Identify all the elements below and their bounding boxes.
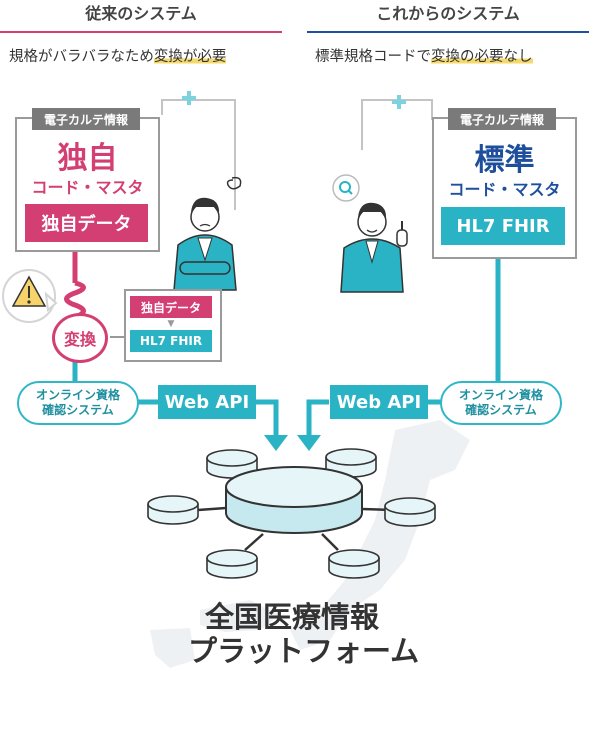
conversion-source-label: 独自データ xyxy=(130,296,212,318)
left-subtitle: 規格がバラバラなため変換が必要 xyxy=(9,45,227,66)
right-pill-line1: オンライン資格 xyxy=(458,388,543,402)
left-web-api-box: Web API xyxy=(158,385,256,419)
right-column-title: これからのシステム xyxy=(376,4,520,23)
conversion-arrow-icon: ▼ xyxy=(167,319,175,329)
right-hospital-cross xyxy=(392,95,406,109)
platform-title-line2: プラットフォーム xyxy=(188,634,420,668)
central-database xyxy=(225,466,363,534)
left-api-arrow xyxy=(255,399,279,437)
left-arrowhead xyxy=(264,435,288,451)
left-online-qualification-pill: オンライン資格 確認システム xyxy=(17,381,139,425)
left-column-title: 従来のシステム xyxy=(85,4,197,23)
right-subtitle: 標準規格コードで変換の必要なし xyxy=(315,45,533,66)
right-card-data-box: HL7 FHIR xyxy=(441,207,565,245)
left-pill-line2: 確認システム xyxy=(42,403,114,417)
database-node-right xyxy=(384,497,436,527)
right-subtitle-highlight: 変換の必要なし xyxy=(431,49,533,65)
left-card-heading: 独自 xyxy=(57,141,118,176)
right-title-underline xyxy=(307,31,589,33)
left-card-subheading: コード・マスタ xyxy=(31,178,144,197)
platform-title-line1: 全国医療情報 xyxy=(205,600,380,634)
left-card-data-box: 独自データ xyxy=(25,204,148,242)
database-node-bottom-right xyxy=(328,549,380,579)
thinking-person-illustration xyxy=(332,174,408,293)
japan-map-silhouette xyxy=(150,420,470,668)
right-subtitle-text: 標準規格コードで xyxy=(315,49,431,65)
left-subtitle-highlight: 変換が必要 xyxy=(153,49,227,65)
right-web-api-box: Web API xyxy=(330,385,428,419)
left-subtitle-text: 規格がバラバラなため xyxy=(9,49,154,65)
right-arrowhead xyxy=(297,435,321,451)
left-card-tab: 電子カルテ情報 xyxy=(32,108,140,130)
right-online-qualification-pill: オンライン資格 確認システム xyxy=(440,381,562,425)
left-title-underline xyxy=(0,31,282,33)
right-api-arrow xyxy=(306,399,329,437)
right-card-subheading: コード・マスタ xyxy=(448,180,561,199)
right-card-heading: 標準 xyxy=(474,143,535,178)
worried-person-illustration xyxy=(173,176,242,291)
convert-badge: 変換 xyxy=(52,313,108,363)
left-hospital-cross xyxy=(182,91,196,105)
database-node-left xyxy=(147,495,199,525)
database-node-bottom-left xyxy=(206,549,258,579)
right-pill-line2: 確認システム xyxy=(465,403,537,417)
left-hospital-outline xyxy=(161,99,236,210)
warning-icon xyxy=(2,269,58,323)
conversion-target-label: HL7 FHIR xyxy=(130,330,212,352)
right-card-tab: 電子カルテ情報 xyxy=(448,108,556,130)
left-pill-line1: オンライン資格 xyxy=(35,388,120,402)
